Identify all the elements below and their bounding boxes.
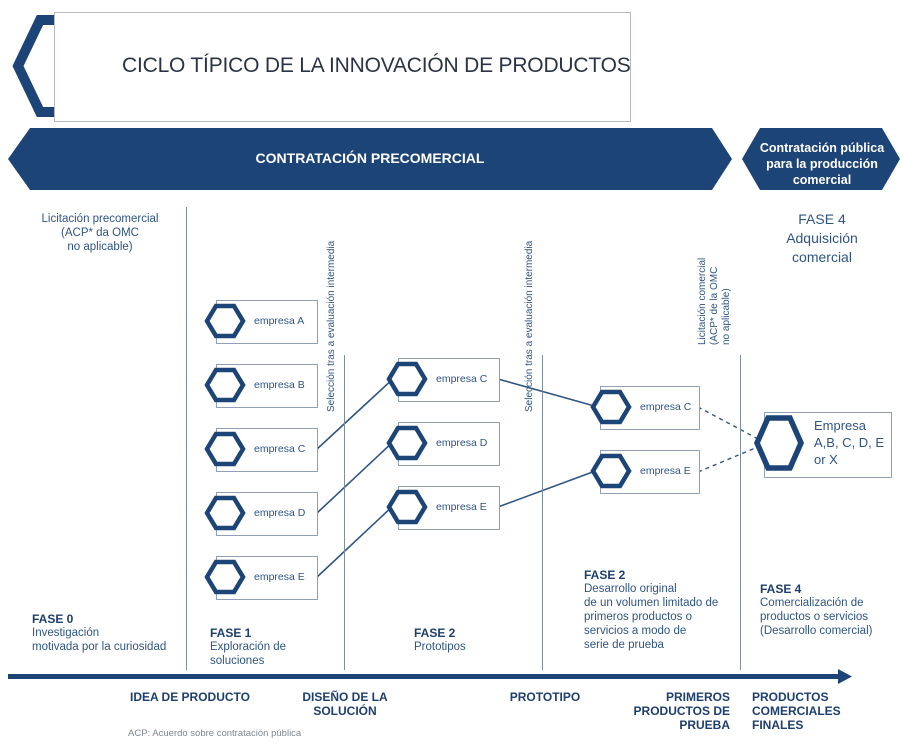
divider-line bbox=[344, 355, 345, 670]
phase-desc-line: motivada por la curiosidad bbox=[32, 641, 167, 653]
phase-desc-line: Investigación bbox=[32, 627, 100, 639]
dashed-link-c3-final bbox=[697, 406, 761, 441]
final-label-line: A,B, C, D, E bbox=[814, 435, 885, 450]
link-e2-e3 bbox=[497, 469, 599, 508]
precommercial-banner bbox=[8, 128, 732, 190]
company-label: empresa E bbox=[254, 571, 305, 583]
phase-title: FASE 2 bbox=[584, 568, 626, 582]
axis-label-line: COMERCIALES bbox=[752, 704, 841, 718]
phase-desc-line: (Desarrollo comercial) bbox=[760, 625, 873, 637]
axis-label-line: SOLUCIÓN bbox=[313, 704, 377, 718]
company-label: empresa A bbox=[254, 315, 305, 327]
axis-label-line: FINALES bbox=[752, 718, 804, 732]
company-label: empresa C bbox=[640, 401, 692, 413]
company-label: empresa B bbox=[254, 379, 305, 391]
phase-title: FASE 1 bbox=[210, 626, 252, 640]
note-line: no aplicable) bbox=[721, 288, 732, 345]
phase-desc-line: soluciones bbox=[210, 655, 265, 667]
banner-right-line: Contratación pública bbox=[759, 141, 885, 155]
company-label: empresa C bbox=[254, 443, 306, 455]
phase-title: FASE 2 bbox=[414, 626, 456, 640]
public-procurement-banner bbox=[742, 128, 900, 190]
company-label: empresa D bbox=[436, 437, 488, 449]
link-c1-c2 bbox=[315, 376, 396, 451]
axis-label-final-products: PRODUCTOS COMERCIALES FINALES bbox=[752, 690, 872, 732]
phase-desc-line: de un volumen limitado de bbox=[584, 597, 719, 609]
commercial-tender-note: Licitación comercial (ACP* de la OMC no … bbox=[697, 258, 733, 345]
axis-label-prototype: PROTOTIPO bbox=[509, 690, 581, 704]
company-label: empresa E bbox=[640, 465, 691, 477]
precommercial-tender-note: Licitación precomercial (ACP* da OMC no … bbox=[20, 212, 180, 254]
phase-desc-line: primeros productos o bbox=[584, 611, 693, 623]
note-line: no aplicable) bbox=[67, 241, 133, 253]
link-c2-c3 bbox=[497, 378, 599, 408]
company-label: empresa E bbox=[436, 501, 487, 513]
axis-label-line: PRODUCTOS DE bbox=[633, 704, 730, 718]
page-title: CICLO TÍPICO DE LA INNOVACIÓN DE PRODUCT… bbox=[122, 54, 631, 77]
phase-title: FASE 0 bbox=[32, 612, 74, 626]
selection-note-2: Selección tras a evaluación intermedia bbox=[524, 240, 535, 412]
phase-desc-line: servicios a modo de bbox=[584, 625, 687, 637]
phase-desc-line: productos o servicios bbox=[760, 611, 869, 623]
company-label: empresa D bbox=[254, 507, 306, 519]
phase4-procurement-heading: FASE 4 Adquisición comercial bbox=[752, 210, 892, 267]
precommercial-banner-label: CONTRATACIÓN PRECOMERCIAL bbox=[255, 150, 485, 166]
phase-4-commercialisation: FASE 4 Comercialización de productos o s… bbox=[760, 582, 872, 638]
divider-line bbox=[542, 355, 543, 670]
phase-desc-line: Exploración de bbox=[210, 641, 287, 653]
heading-line: FASE 4 bbox=[798, 211, 846, 227]
axis-label-line: PRODUCTOS bbox=[752, 690, 829, 704]
note-line: Licitación precomercial bbox=[41, 213, 159, 225]
selection-note-1: Selección tras a evaluación intermedia bbox=[326, 240, 337, 412]
link-d1-d2 bbox=[315, 439, 396, 515]
axis-label-line: DISEÑO DE LA bbox=[302, 690, 388, 704]
footnote: ACP: Acuerdo sobre contratación pública bbox=[128, 728, 302, 739]
note-line: (ACP* de la OMC bbox=[709, 266, 720, 345]
banner-right-line: comercial bbox=[792, 173, 852, 187]
phase-title: FASE 4 bbox=[760, 582, 802, 596]
company-label: empresa C bbox=[436, 373, 488, 385]
timeline-axis bbox=[8, 674, 840, 679]
phase-2-test-series: FASE 2 Desarrollo original de un volumen… bbox=[584, 568, 718, 652]
heading-line: comercial bbox=[792, 249, 852, 265]
public-procurement-banner-label: Contratación pública para la producción … bbox=[744, 140, 900, 188]
dashed-link-e3-final bbox=[697, 445, 761, 473]
phase-0: FASE 0 Investigación motivada por la cur… bbox=[32, 612, 166, 654]
axis-label-line: PRIMEROS bbox=[665, 690, 730, 704]
final-company-label: Empresa A,B, C, D, E or X bbox=[814, 417, 884, 468]
axis-label-product-idea: IDEA DE PRODUCTO bbox=[129, 690, 250, 704]
axis-label-first-test-products: PRIMEROS PRODUCTOS DE PRUEBA bbox=[620, 690, 730, 732]
title-box bbox=[54, 12, 631, 122]
phase-desc-line: serie de prueba bbox=[584, 639, 664, 651]
timeline-arrowhead bbox=[838, 669, 852, 684]
final-label-line: Empresa bbox=[814, 418, 867, 433]
phase-1: FASE 1 Exploración de soluciones bbox=[210, 626, 286, 668]
final-label-line: or X bbox=[814, 452, 838, 467]
axis-label-line: PRUEBA bbox=[679, 718, 730, 732]
banner-right-line: para la producción bbox=[766, 157, 878, 171]
phase-desc-line: Prototipos bbox=[414, 641, 466, 653]
phase-desc-line: Desarrollo original bbox=[584, 583, 677, 595]
phase-2-prototypes: FASE 2 Prototipos bbox=[414, 626, 466, 654]
divider-line bbox=[740, 355, 741, 670]
axis-label-solution-design: DISEÑO DE LA SOLUCIÓN bbox=[290, 690, 400, 718]
phase-desc-line: Comercialización de bbox=[760, 597, 864, 609]
note-line: Licitación comercial bbox=[697, 257, 708, 345]
link-e1-e2 bbox=[315, 503, 396, 579]
note-line: (ACP* da OMC bbox=[61, 227, 139, 239]
divider-line bbox=[186, 207, 187, 670]
heading-line: Adquisición bbox=[786, 230, 858, 246]
